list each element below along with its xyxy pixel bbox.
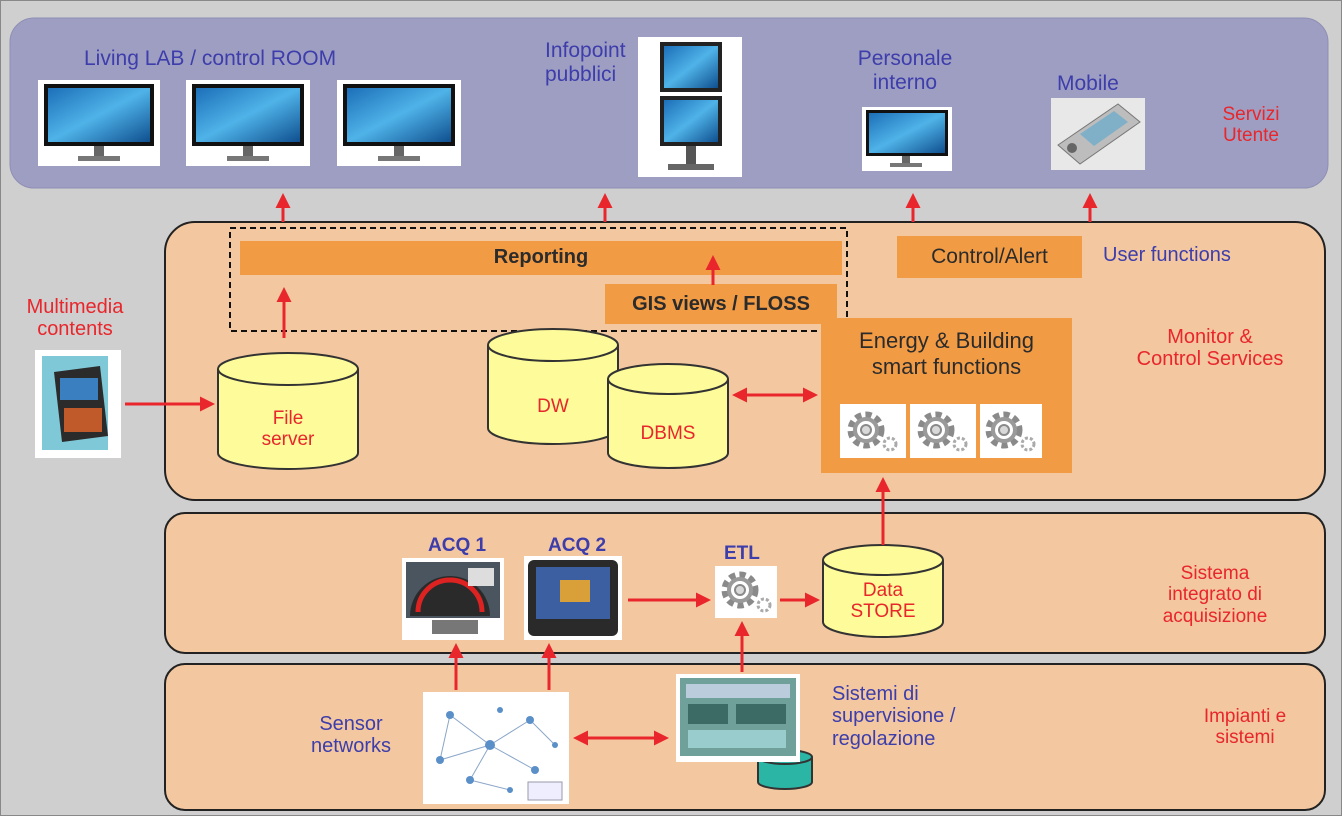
data-store-line: STORE (850, 601, 916, 623)
energy-line: smart functions (871, 354, 1022, 380)
layer-label-line: Control Services (1136, 348, 1284, 371)
supervision-line: supervisione / (832, 705, 956, 728)
file-server-line: server (261, 429, 315, 451)
monitor-icon (38, 80, 160, 166)
flow-arrows (125, 193, 1098, 746)
personale-line: interno (872, 70, 938, 94)
gis-bar (605, 284, 837, 324)
gear-icon (980, 404, 1042, 458)
supervision-screen-icon (676, 674, 800, 762)
sensor-networks-label: Sensor networks (296, 713, 406, 758)
reporting-bar (240, 241, 842, 275)
file-server-line: File (272, 408, 304, 429)
acq2-label: ACQ 2 (548, 535, 607, 556)
layer-label-line: sistemi (1215, 727, 1275, 749)
services-layer-label: Servizi Utente (1196, 104, 1306, 147)
infopoint-line: Infopoint (545, 39, 626, 62)
mobile-label: Mobile (1057, 72, 1119, 95)
acquisition-layer-label: Sistema integrato di acquisizione (1140, 563, 1290, 627)
infopoint-label: Infopoint pubblici (545, 39, 626, 86)
data-store-line: Data (862, 580, 904, 601)
energy-label: Energy & Building smart functions (821, 328, 1072, 381)
monitor-icon (862, 107, 952, 171)
gear-icon (840, 404, 906, 458)
data-store-label: Data STORE (833, 580, 933, 623)
layer-label-line: Monitor & (1167, 326, 1253, 348)
file-server-label: File server (230, 408, 346, 451)
kiosk-icon (638, 37, 742, 177)
control-alert-label: Control/Alert (931, 245, 1048, 268)
layer-label-line: acquisizione (1162, 605, 1268, 627)
data-store-cylinder (822, 544, 944, 638)
living-lab-label: Living LAB / control ROOM (84, 47, 337, 70)
infopoint-line: pubblici (545, 62, 617, 86)
sensor-line: Sensor (319, 713, 383, 735)
layer-label-line: integrato di (1167, 584, 1262, 606)
dbms-label: DBMS (640, 423, 696, 444)
mobile-device-icon (1051, 98, 1145, 170)
gis-label: GIS views / FLOSS (632, 293, 810, 315)
acq2-touchscreen-icon (524, 556, 622, 640)
gear-icon (910, 404, 976, 458)
personale-label: Personale interno (840, 47, 970, 94)
etl-label: ETL (724, 543, 760, 564)
multimedia-icon (35, 350, 121, 458)
dw-label: DW (537, 396, 569, 417)
user-functions-label: User functions (1103, 244, 1231, 266)
personale-line: Personale (857, 47, 953, 70)
reporting-label: Reporting (493, 246, 589, 268)
dw-cylinder (487, 328, 619, 445)
monitor-icon (337, 80, 461, 166)
dbms-cylinder (607, 363, 729, 469)
monitor-layer-label: Monitor & Control Services (1115, 326, 1305, 371)
multimedia-label: Multimedia contents (15, 296, 135, 341)
acq1-dashboard-icon (402, 558, 504, 640)
control-alert-bar (897, 236, 1082, 278)
acq1-label: ACQ 1 (428, 535, 487, 556)
sensor-line: networks (310, 735, 392, 758)
supervision-line: Sistemi di (832, 683, 919, 705)
supervision-label: Sistemi di supervisione / regolazione (832, 683, 955, 750)
layer-label-line: Sistema (1180, 563, 1250, 584)
layer-label-line: Servizi (1222, 104, 1280, 125)
layer-label-line: Utente (1223, 125, 1279, 147)
etl-gear-icon (715, 566, 777, 618)
multimedia-line: Multimedia (26, 296, 124, 318)
sensor-network-icon (423, 692, 569, 804)
monitor-icon (186, 80, 310, 166)
multimedia-line: contents (37, 318, 113, 341)
plants-layer-label: Impianti e sistemi (1185, 706, 1305, 749)
layer-label-line: Impianti e (1203, 706, 1287, 727)
file-server-cylinder (217, 352, 359, 470)
energy-line: Energy & Building (859, 328, 1034, 353)
supervision-line: regolazione (832, 727, 936, 750)
